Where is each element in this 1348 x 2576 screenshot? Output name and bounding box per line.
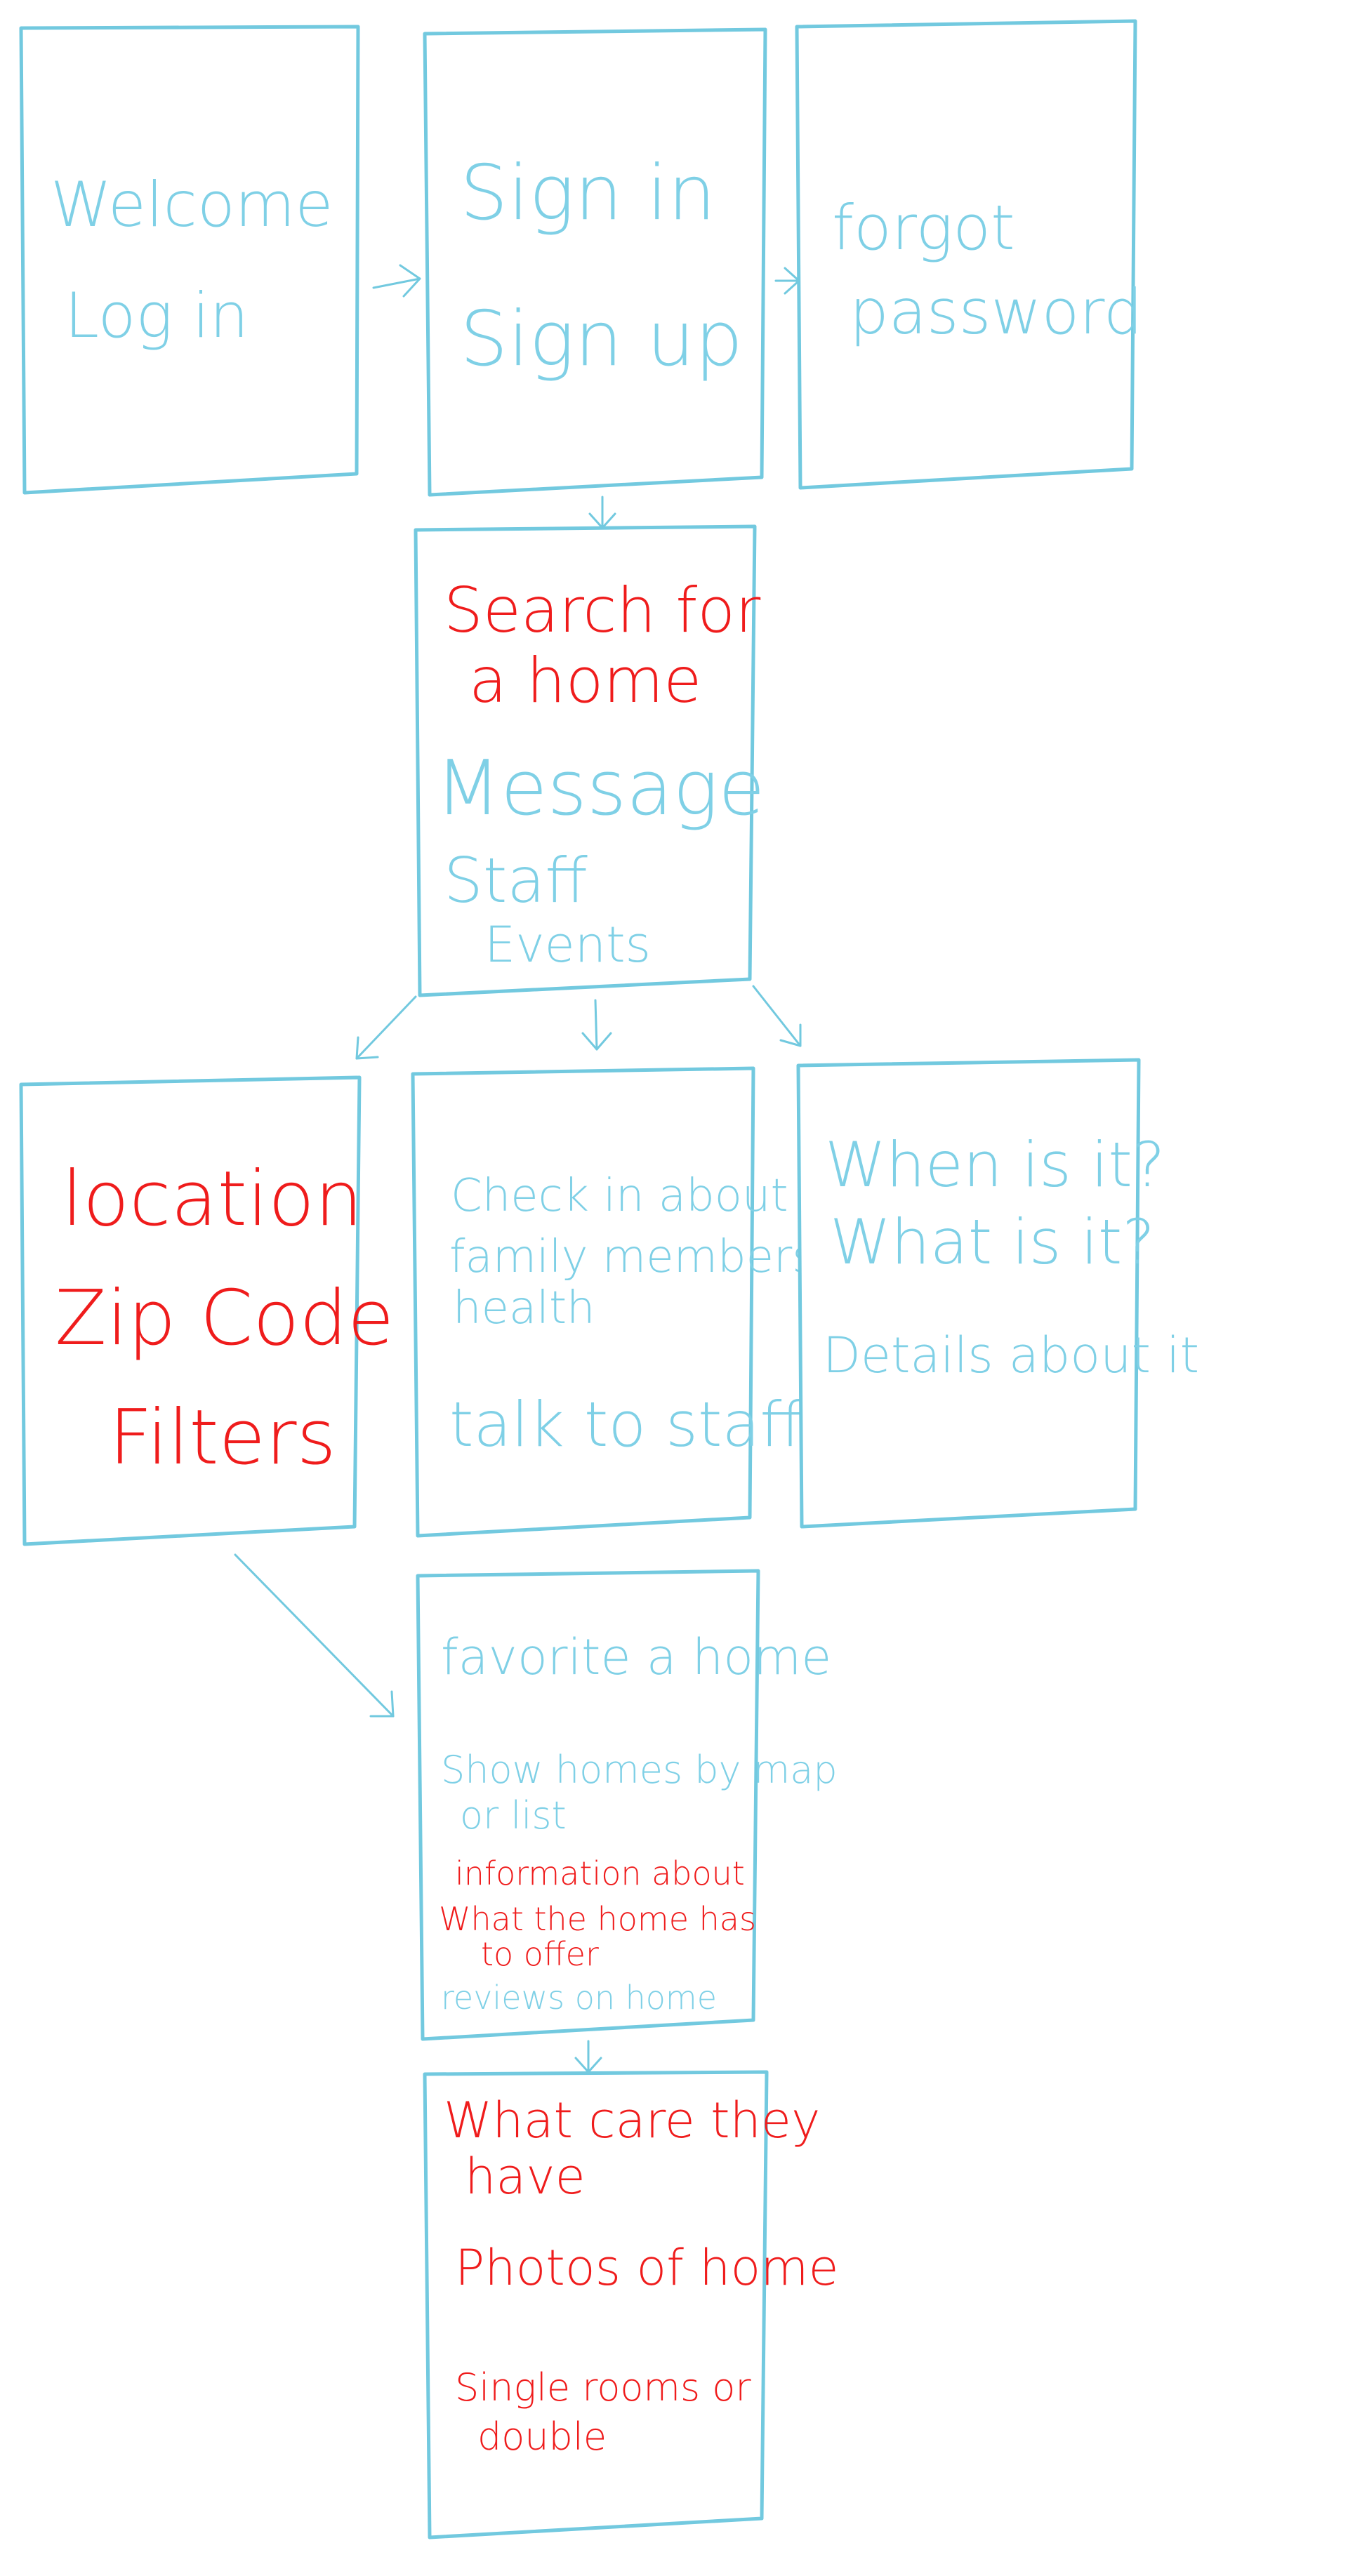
screen-home-frame [414,524,757,997]
screen-results: favorite a home Show homes by map or lis… [416,1569,838,2041]
arrow-welcome-to-signin [372,264,421,298]
screen-message: Check in about family members health tal… [411,1066,816,1538]
screen-results-frame [416,1569,760,2041]
arrow-results-to-details [574,2040,602,2073]
photos-label: Photos of home [455,2239,839,2297]
arrow-search-to-results [234,1553,395,1718]
screen-welcome-frame [19,25,360,495]
or-list-label: or list [460,1793,567,1838]
information-about-label: information about [455,1854,745,1892]
events-label: Events [484,916,651,974]
show-homes-label: Show homes by map [441,1748,838,1792]
what-is-it-label: What is it? [830,1206,1155,1278]
talk-to-staff-label: talk to staff [449,1388,802,1461]
check-in-label: Check in about [451,1170,788,1222]
welcome-label: Welcome [51,168,333,241]
family-members-label: family members [449,1231,816,1283]
a-home-label: a home [469,644,701,717]
screen-home-menu: Search for a home Message Staff Events [414,524,765,997]
search-for-label: Search for [444,574,761,646]
screen-events-frame [796,1058,1141,1529]
arrow-home-to-search [355,995,417,1060]
screen-details-frame [423,2070,769,2540]
zip-code-label: Zip Code [55,1275,394,1362]
arrow-signin-to-home [588,496,616,529]
single-rooms-label: Single rooms or [455,2365,751,2410]
arrow-home-to-events [752,985,802,1047]
details-label: Details about it [823,1327,1199,1384]
screen-search: location Zip Code Filters [19,1075,394,1546]
login-label: Log in [65,279,249,352]
screen-forgot-password: forgot password [795,19,1143,490]
screen-signin: Sign in Sign up [423,27,767,497]
arrow-signin-to-forgot [774,267,800,295]
screen-forgot-frame [795,19,1137,490]
screen-search-frame [19,1075,362,1546]
location-label: location [62,1155,363,1243]
favorite-label: favorite a home [441,1628,831,1686]
have-label: have [465,2148,586,2205]
staff-label: Staff [444,844,588,917]
double-label: double [477,2415,607,2459]
when-is-it-label: When is it? [825,1129,1165,1201]
message-label: Message [435,745,765,832]
screen-message-frame [411,1066,755,1538]
screen-signin-frame [423,27,767,497]
what-care-label: What care they [444,2092,820,2149]
signin-label: Sign in [460,150,716,237]
health-label: health [453,1282,595,1334]
what-home-has-label: What the home has [439,1900,756,1938]
screen-home-details: What care they have Photos of home Singl… [423,2070,839,2540]
to-offer-label: to offer [481,1935,599,1973]
password-label: password [850,276,1143,348]
forgot-label: forgot [832,192,1015,264]
signup-label: Sign up [460,296,743,383]
screen-welcome: Welcome Log in [19,25,360,495]
screen-events: When is it? What is it? Details about it [796,1058,1199,1529]
filters-label: Filters [109,1394,336,1482]
arrow-home-to-message [581,999,612,1051]
reviews-label: reviews on home [441,1979,717,2017]
